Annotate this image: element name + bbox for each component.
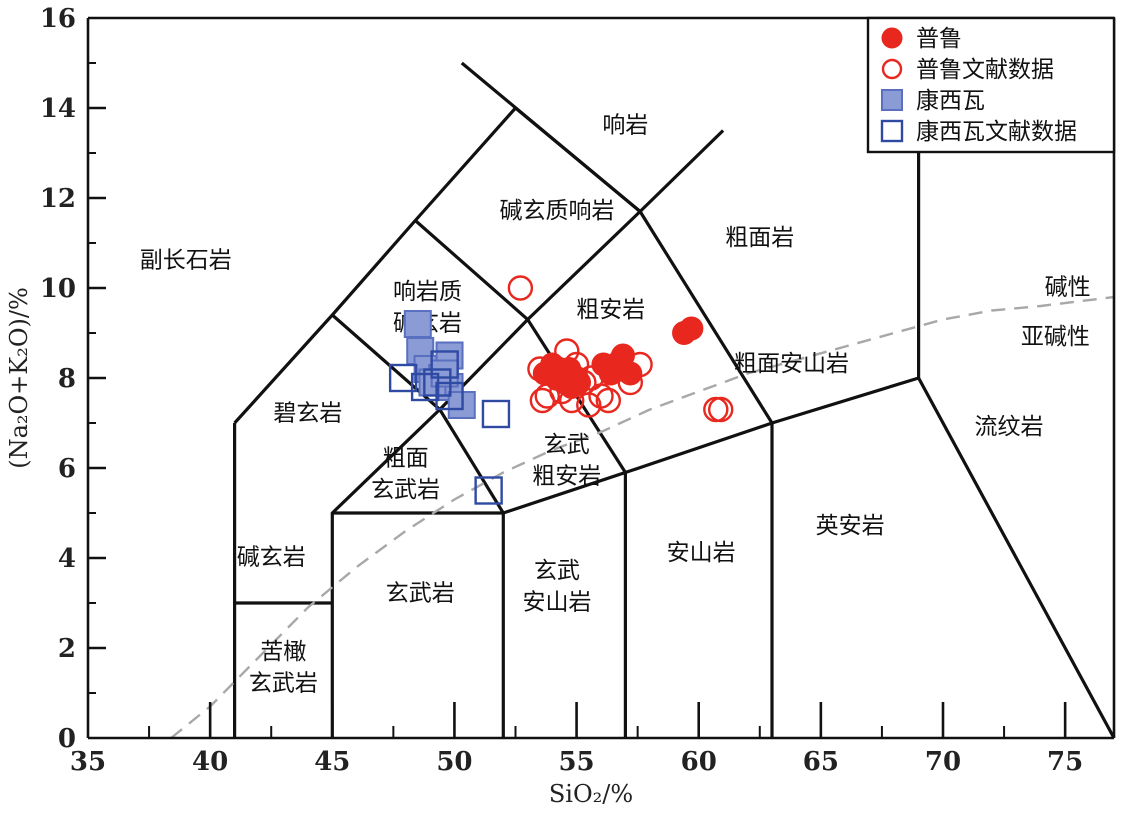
field-label: 玄武岩 bbox=[249, 671, 318, 697]
data-point-kangxiwa-literature bbox=[474, 476, 503, 505]
data-point-puru bbox=[679, 316, 704, 341]
field-label: 碱玄质响岩 bbox=[500, 198, 615, 224]
legend-box bbox=[866, 16, 1116, 154]
legend-marker-open-circle bbox=[881, 58, 903, 80]
y-tick-label: 6 bbox=[58, 454, 76, 484]
legend-marker-open-square bbox=[880, 119, 904, 143]
y-tick-label: 2 bbox=[58, 634, 76, 664]
field-label: 碱性 bbox=[1045, 275, 1091, 301]
field-label: 粗面安山岩 bbox=[734, 351, 849, 377]
x-tick-label: 40 bbox=[192, 747, 228, 777]
field-boundary-line bbox=[330, 406, 628, 738]
legend-marker-filled-circle bbox=[881, 27, 903, 49]
y-tick-label: 16 bbox=[40, 4, 76, 34]
legend-label: 普鲁文献数据 bbox=[916, 57, 1054, 83]
data-point-puru-literature bbox=[544, 365, 570, 391]
data-point-puru-literature bbox=[607, 356, 634, 382]
y-tick-label: 8 bbox=[58, 364, 76, 394]
field-boundary-line bbox=[460, 61, 642, 213]
data-point-puru-literature bbox=[576, 392, 602, 418]
x-axis-title: SiO₂/% bbox=[549, 780, 633, 808]
data-point-kangxiwa-literature bbox=[435, 381, 464, 411]
field-label: 英安岩 bbox=[816, 513, 885, 539]
data-point-puru-literature bbox=[558, 387, 585, 414]
x-tick-label: 50 bbox=[436, 747, 472, 777]
field-label: 副长石岩 bbox=[140, 248, 232, 274]
data-point-puru-literature bbox=[507, 275, 534, 301]
data-point-puru-literature bbox=[708, 396, 734, 423]
field-label: 响岩质 bbox=[393, 279, 462, 305]
data-point-kangxiwa-literature bbox=[388, 363, 418, 393]
legend-marker-filled-square bbox=[881, 89, 903, 111]
field-label: 碧玄岩 bbox=[273, 401, 342, 427]
field-label: 玄武 bbox=[534, 558, 580, 584]
x-tick-label: 35 bbox=[70, 747, 106, 777]
field-label: 流纹岩 bbox=[974, 414, 1043, 440]
field-labels: 响岩碱玄质响岩粗面岩副长石岩响岩质碱玄岩粗安岩碱性亚碱性粗面安山岩碧玄岩流纹岩玄… bbox=[140, 113, 1091, 697]
y-tick-label: 4 bbox=[58, 544, 76, 574]
field-boundary-line bbox=[414, 219, 1116, 739]
y-tick-label: 12 bbox=[40, 184, 76, 214]
x-tick-label: 70 bbox=[925, 747, 961, 777]
x-tick-label: 75 bbox=[1047, 747, 1083, 777]
y-axis-title: (Na₂O+K₂O)/% bbox=[5, 287, 33, 469]
field-label: 安山岩 bbox=[667, 540, 736, 566]
field-label: 玄武 bbox=[544, 432, 590, 458]
field-label: 玄武岩 bbox=[386, 581, 455, 607]
data-point-puru-literature bbox=[529, 387, 556, 414]
field-label: 粗面岩 bbox=[725, 225, 794, 251]
legend-label: 康西瓦 bbox=[916, 88, 985, 114]
y-tick-label: 10 bbox=[40, 274, 76, 304]
x-tick-label: 55 bbox=[558, 747, 594, 777]
field-label: 粗安岩 bbox=[576, 297, 645, 323]
y-tick-label: 14 bbox=[40, 94, 76, 124]
field-boundaries bbox=[233, 61, 1116, 739]
data-points bbox=[388, 275, 734, 505]
data-point-puru-literature bbox=[563, 351, 590, 378]
x-tick-label: 45 bbox=[314, 747, 350, 777]
x-tick-label: 65 bbox=[803, 747, 839, 777]
alkaline-divider-line bbox=[170, 295, 1115, 739]
field-label: 粗安岩 bbox=[532, 464, 601, 490]
x-tick-label: 60 bbox=[681, 747, 717, 777]
data-point-kangxiwa bbox=[403, 310, 432, 338]
data-point-puru-literature bbox=[595, 387, 622, 414]
y-tick-label: 0 bbox=[58, 724, 76, 754]
field-label: 粗面 bbox=[383, 446, 429, 472]
field-label: 玄武岩 bbox=[371, 477, 440, 503]
alkaline-subalkaline-divider bbox=[170, 295, 1115, 739]
field-label: 亚碱性 bbox=[1021, 324, 1090, 350]
data-point-puru-literature bbox=[554, 338, 580, 364]
data-point-puru-literature bbox=[627, 351, 653, 378]
field-label: 碱玄岩 bbox=[237, 545, 306, 571]
legend-label: 普鲁 bbox=[916, 26, 962, 52]
field-label: 响岩 bbox=[602, 113, 648, 139]
field-label: 安山岩 bbox=[523, 590, 592, 616]
field-label: 苦橄 bbox=[260, 639, 306, 665]
data-point-kangxiwa-literature bbox=[430, 350, 459, 379]
data-point-kangxiwa-literature bbox=[481, 399, 511, 429]
legend-label: 康西瓦文献数据 bbox=[916, 119, 1077, 145]
